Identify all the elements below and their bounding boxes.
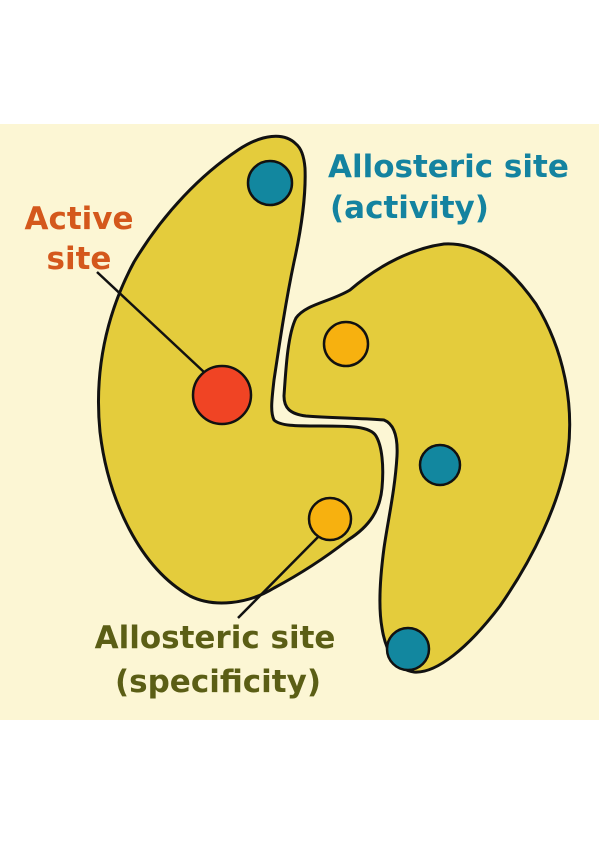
allosteric-specificity-site-marker (322, 320, 370, 368)
specificity-site-pointer-line (237, 533, 322, 619)
allosteric-activity-site-marker (385, 626, 431, 672)
allosteric-activity-site-marker (246, 159, 294, 207)
active-site-label-line2: site (47, 241, 112, 277)
left-subunit (97, 134, 385, 605)
allosteric-specificity-label-line2: (specificity) (115, 664, 321, 700)
allosteric-activity-label-line2: (activity) (330, 190, 489, 226)
allosteric-specificity-label-line1: Allosteric site (95, 620, 336, 656)
active-site-marker (191, 364, 253, 426)
active-site-label-line1: Active (24, 201, 133, 237)
allosteric-activity-label-line1: Allosteric site (328, 149, 569, 185)
active-site-pointer-line (96, 271, 206, 374)
allosteric-specificity-site-marker (307, 496, 353, 542)
allosteric-activity-site-marker (418, 443, 462, 487)
